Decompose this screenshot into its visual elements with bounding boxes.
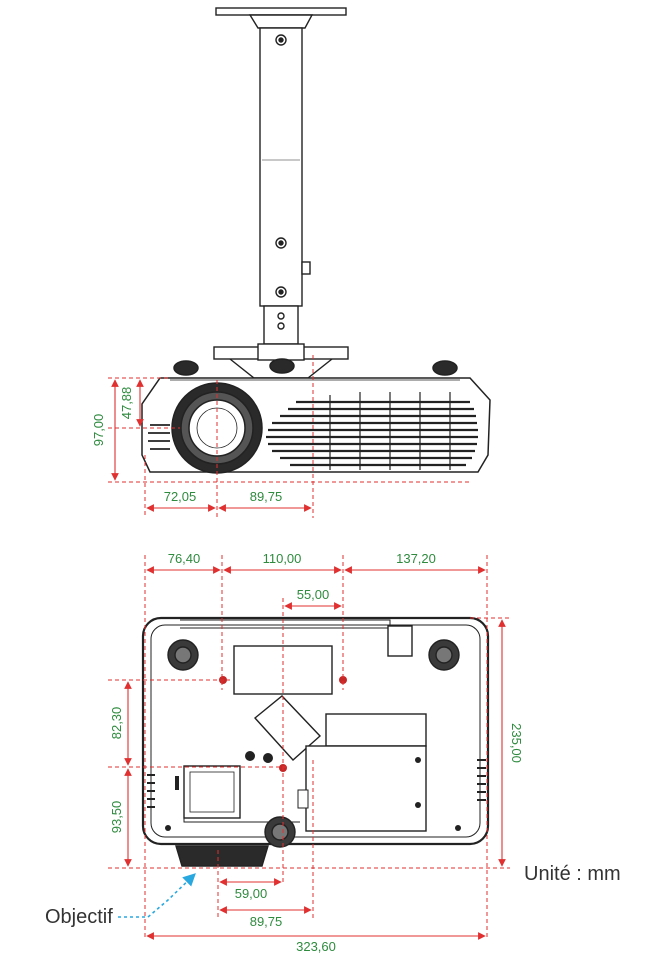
- dim-top-mid: 110,00: [263, 551, 302, 566]
- bottom-view-lamp-cover: [325, 713, 427, 747]
- mount-plate: [215, 7, 347, 16]
- dim-total-width: 323,60: [296, 939, 336, 953]
- bottom-view-latch: [387, 625, 413, 657]
- bottom-view-feet: [167, 639, 460, 848]
- lens-callout-arrow: [118, 873, 196, 918]
- ceiling-mount: [213, 7, 349, 379]
- front-view-grille: [266, 400, 478, 467]
- guide-lines: [108, 355, 512, 940]
- dim-lens-offset: 59,00: [235, 886, 268, 901]
- pole-knob: [301, 261, 311, 275]
- bottom-view-panel: [305, 745, 427, 832]
- dim-right-depth: 235,00: [509, 723, 524, 763]
- dim-top-left: 76,40: [168, 551, 201, 566]
- bottom-view-lens-knob: [175, 845, 269, 867]
- dim-width-right: 89,75: [250, 489, 283, 504]
- mount-pole: [259, 27, 303, 307]
- dim-lens-center: 89,75: [250, 914, 283, 929]
- dimension-lines: [111, 379, 506, 940]
- mount-neck: [248, 14, 314, 29]
- dim-height-lens: 47,88: [119, 387, 134, 420]
- dim-left-lower: 93,50: [109, 801, 124, 834]
- lens-label: Objectif: [45, 906, 113, 928]
- dim-top-right: 137,20: [396, 551, 436, 566]
- dim-height-total: 97,00: [91, 414, 106, 447]
- front-view-projector: [141, 358, 491, 474]
- dim-hole-offset: 55,00: [297, 587, 330, 602]
- front-view-feet: [173, 358, 458, 376]
- bottom-view-diamond: [253, 695, 322, 761]
- bottom-view-projector: [141, 616, 490, 867]
- dim-width-left: 72,05: [164, 489, 197, 504]
- dim-left-upper: 82,30: [109, 707, 124, 740]
- unit-label: Unité : mm: [524, 863, 621, 885]
